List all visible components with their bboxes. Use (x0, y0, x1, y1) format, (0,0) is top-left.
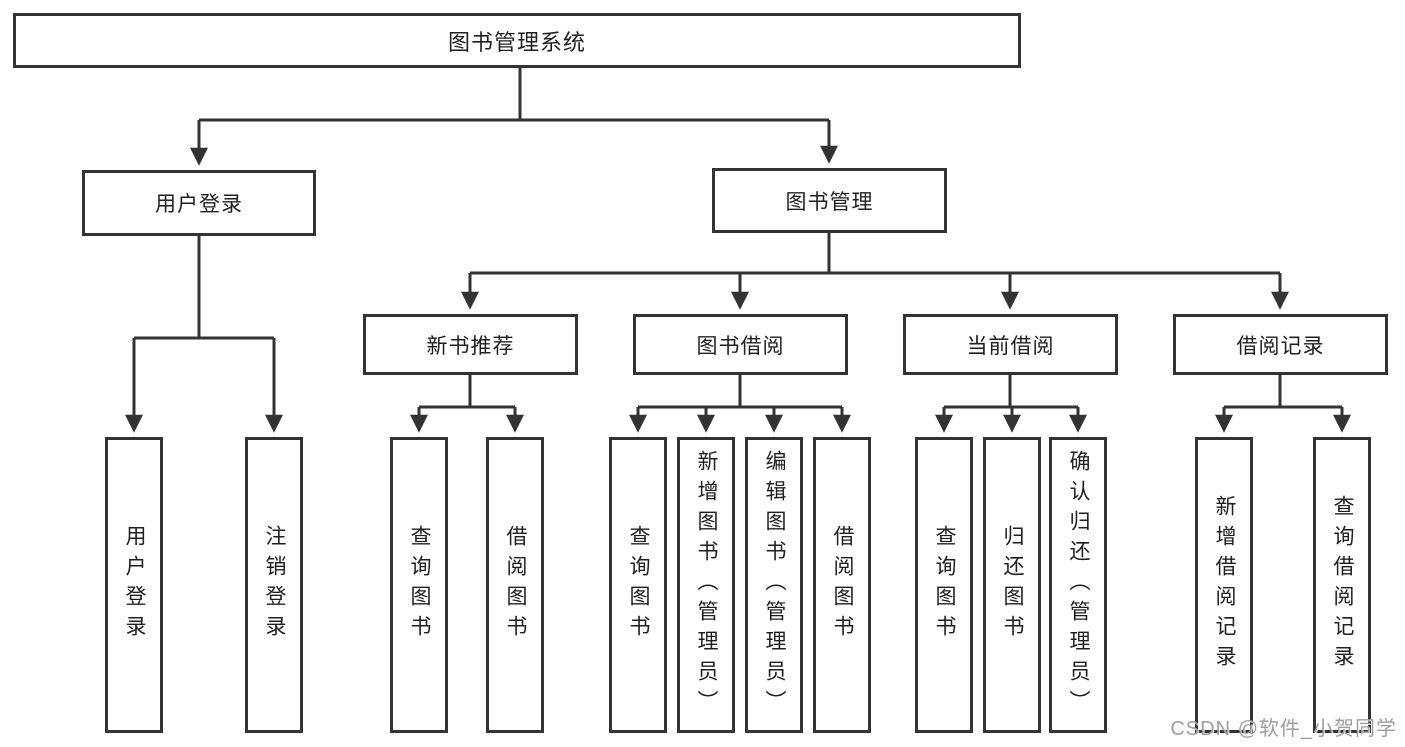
connector-records-to-leaves (1215, 375, 1351, 433)
connector-root-to-level2 (190, 68, 838, 166)
node-leaf-query-books-3: 查询图书 (915, 437, 973, 733)
node-root: 图书管理系统 (13, 13, 1021, 68)
csdn-watermark: CSDN @软件_小贺同学 (1170, 718, 1397, 740)
node-leaf-add-borrow-record: 新增借阅记录 (1195, 437, 1253, 733)
connector-borrowing-to-leaves (629, 375, 851, 433)
connector-bookmgmt-to-level3 (461, 233, 1289, 310)
node-leaf-return-books: 归还图书 (983, 437, 1041, 733)
node-leaf-query-books-2: 查询图书 (609, 437, 667, 733)
node-new-book-recommend: 新书推荐 (363, 314, 578, 375)
node-leaf-user-login: 用户登录 (105, 437, 163, 733)
node-leaf-borrow-books-2: 借阅图书 (813, 437, 871, 733)
node-leaf-confirm-return-admin: 确认归还（管理员） (1049, 437, 1107, 733)
node-leaf-edit-books-admin: 编辑图书（管理员） (745, 437, 803, 733)
node-leaf-query-books-1: 查询图书 (390, 437, 448, 733)
node-leaf-query-borrow-record: 查询借阅记录 (1313, 437, 1371, 733)
node-user-login-module: 用户登录 (82, 170, 316, 236)
node-borrowing-records: 借阅记录 (1173, 314, 1388, 375)
node-leaf-add-books-admin: 新增图书（管理员） (677, 437, 735, 733)
node-book-borrowing: 图书借阅 (633, 314, 848, 375)
node-leaf-logout: 注销登录 (245, 437, 303, 733)
connector-current-to-leaves (935, 375, 1087, 433)
connector-userlogin-to-leaves (125, 236, 283, 433)
node-current-borrowing: 当前借阅 (903, 314, 1118, 375)
node-leaf-borrow-books-1: 借阅图书 (486, 437, 544, 733)
connector-recommend-to-leaves (410, 375, 524, 433)
node-book-management-module: 图书管理 (712, 168, 947, 233)
